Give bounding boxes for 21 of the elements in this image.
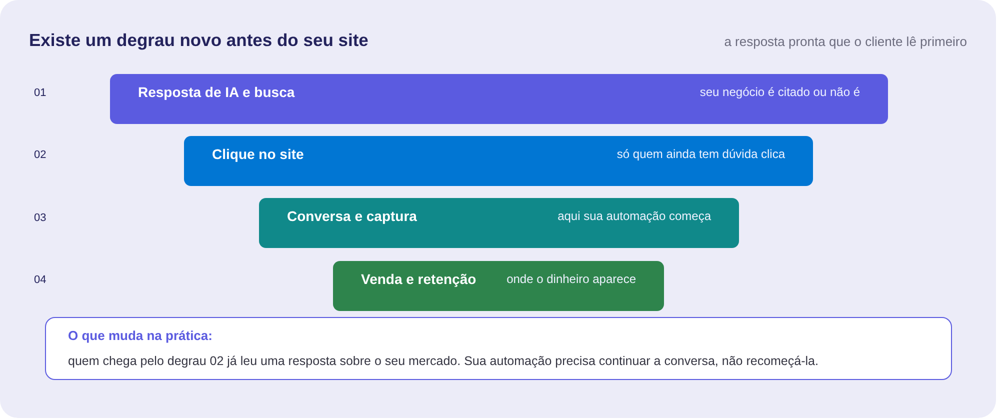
step-number: 01 [34,86,46,100]
step-number: 02 [34,148,46,162]
funnel-bar [110,74,888,124]
funnel-bar [333,261,664,311]
step-number: 04 [34,273,46,287]
step-number: 03 [34,211,46,225]
step-description: aqui sua automação começa [558,208,711,224]
step-title: Resposta de IA e busca [138,83,295,101]
step-description: só quem ainda tem dúvida clica [616,146,785,162]
diagram-title: Existe um degrau novo antes do seu site [29,29,368,51]
step-description: seu negócio é citado ou não é [700,84,860,100]
subtitle: a resposta pronta que o cliente lê primeiro [724,34,967,50]
funnel-bar [259,198,739,248]
step-title: Clique no site [212,145,304,163]
note-card [45,317,952,380]
note-text: quem chega pelo degrau 02 já leu uma resposta sobre o seu mercado. Sua automação precisa continuar a conversa, não recomeçá-la. [68,353,820,369]
note-heading: O que muda na prática: [68,327,212,344]
step-title: Venda e retenção [361,270,476,288]
funnel-bar [184,136,813,186]
step-description: onde o dinheiro aparece [506,271,636,287]
step-title: Conversa e captura [287,207,417,225]
